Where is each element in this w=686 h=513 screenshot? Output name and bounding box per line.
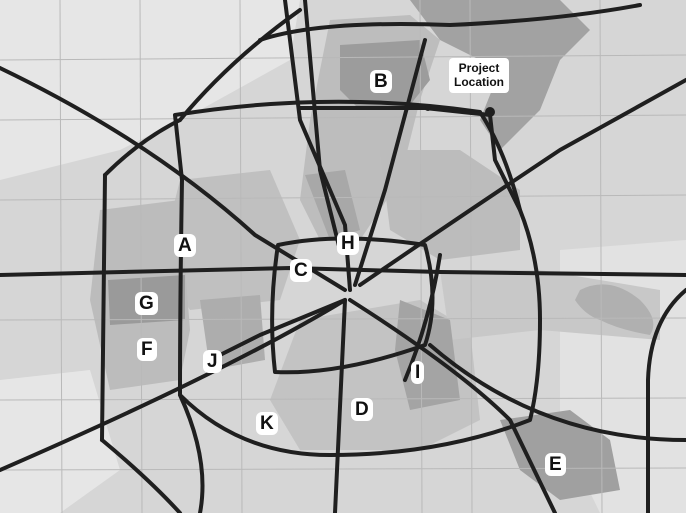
project-location-label-line2: Location xyxy=(454,75,504,90)
highway-westpark xyxy=(208,298,347,362)
highway-north-belt xyxy=(258,3,642,42)
area-label-k: K xyxy=(256,412,278,435)
dark-area-h xyxy=(305,170,360,240)
area-label-i: I xyxy=(411,361,425,384)
area-label-d: D xyxy=(351,398,373,421)
medium-area-west-central xyxy=(160,170,300,310)
highway-east-link xyxy=(403,253,442,382)
highway-i45-south xyxy=(348,298,557,513)
project-road-start-marker xyxy=(425,105,431,111)
area-label-j: J xyxy=(203,350,222,373)
light-area-northwest xyxy=(0,0,300,180)
highway-southwest-spur xyxy=(178,393,205,513)
highway-west-parkway xyxy=(100,173,107,442)
area-label-b: B xyxy=(370,70,392,93)
bayou-area xyxy=(575,284,654,335)
highway-west-parkway-north xyxy=(103,118,182,177)
area-label-f: F xyxy=(137,338,157,361)
highway-west-south-spur xyxy=(100,438,182,513)
highway-288 xyxy=(333,298,347,513)
area-label-h: H xyxy=(337,232,359,255)
area-label-a: A xyxy=(174,234,196,257)
highway-us59-southwest xyxy=(0,298,347,472)
area-label-g: G xyxy=(135,292,158,315)
highway-hardy xyxy=(353,38,427,287)
area-label-c: C xyxy=(290,259,312,282)
highway-i10 xyxy=(0,266,686,277)
area-label-e: E xyxy=(545,453,566,476)
dark-area-i xyxy=(395,300,460,410)
highway-north-2 xyxy=(303,0,342,252)
highway-290 xyxy=(0,66,347,292)
project-location-marker xyxy=(485,107,495,117)
project-location-label-line1: Project xyxy=(458,61,500,75)
highway-us59-northeast xyxy=(358,78,686,287)
highway-far-east xyxy=(646,288,686,513)
project-location-label: Project Location xyxy=(449,58,509,93)
highway-northwest-spur xyxy=(178,8,302,122)
medium-area-northeast xyxy=(380,150,520,260)
